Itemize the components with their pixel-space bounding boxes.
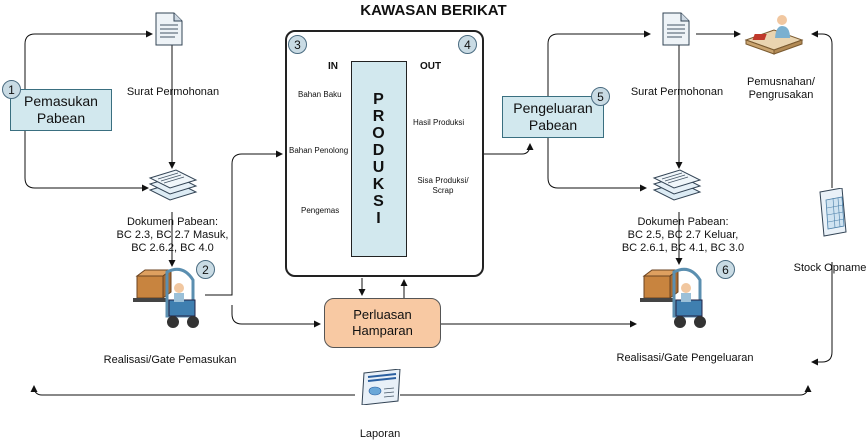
documents-stack-icon [146,168,198,213]
output-hasil-produksi: Hasil Produksi [413,118,465,127]
step-number-3: 3 [288,35,307,54]
step-number-5: 5 [591,87,610,106]
document-icon [155,12,183,51]
pemasukan-pabean-box: Pemasukan Pabean [10,89,112,131]
diagram-title: KAWASAN BERIKAT [360,2,507,19]
produksi-letter: S [373,193,385,210]
output-sisa-produksi: Sisa Produksi/ Scrap [417,176,469,195]
gate-pemasukan-label: Realisasi/Gate Pemasukan [103,354,237,366]
gate-pengeluaran-label: Realisasi/Gate Pengeluaran [616,352,754,364]
perluasan-hamparan-box: Perluasan Hamparan [324,298,441,348]
step-number-1: 1 [2,80,21,99]
out-label: OUT [420,61,442,72]
step-number-2: 2 [196,260,215,279]
produksi-letter: P [373,91,385,108]
in-label: IN [328,61,338,72]
document-icon [662,12,690,51]
pemusnahan-label: Pemusnahan/ Pengrusakan [747,76,815,101]
step-number-4: 4 [458,35,477,54]
dokumen-pabean-left-label: Dokumen Pabean: BC 2.3, BC 2.7 Masuk, BC… [116,216,229,254]
produksi-letter: U [372,159,386,176]
surat-permohonan-right-label: Surat Permohonan [630,86,724,98]
documents-stack-icon [650,168,702,213]
dokumen-pabean-right-label: Dokumen Pabean: BC 2.5, BC 2.7 Keluar, B… [621,216,745,254]
report-icon [360,368,402,410]
surat-permohonan-left-label: Surat Permohonan [126,86,220,98]
person-at-desk-icon [744,14,804,63]
produksi-letter: K [372,176,386,193]
produksi-letter: I [376,210,382,227]
input-bahan-penolong: Bahan Penolong [289,146,349,155]
produksi-box: P R O D U K S I [351,61,407,257]
forklift-icon [640,266,712,335]
produksi-letter: O [372,125,386,142]
pengeluaran-pabean-box: Pengeluaran Pabean [502,96,604,138]
input-pengemas: Pengemas [301,206,340,215]
laporan-label: Laporan [359,428,401,440]
spreadsheet-icon [818,187,848,243]
produksi-letter: D [372,142,386,159]
produksi-letter: R [372,108,386,125]
stock-opname-label: Stock Opname [793,262,867,274]
forklift-icon [133,266,205,335]
input-bahan-baku: Bahan Baku [298,90,342,99]
step-number-6: 6 [716,260,735,279]
